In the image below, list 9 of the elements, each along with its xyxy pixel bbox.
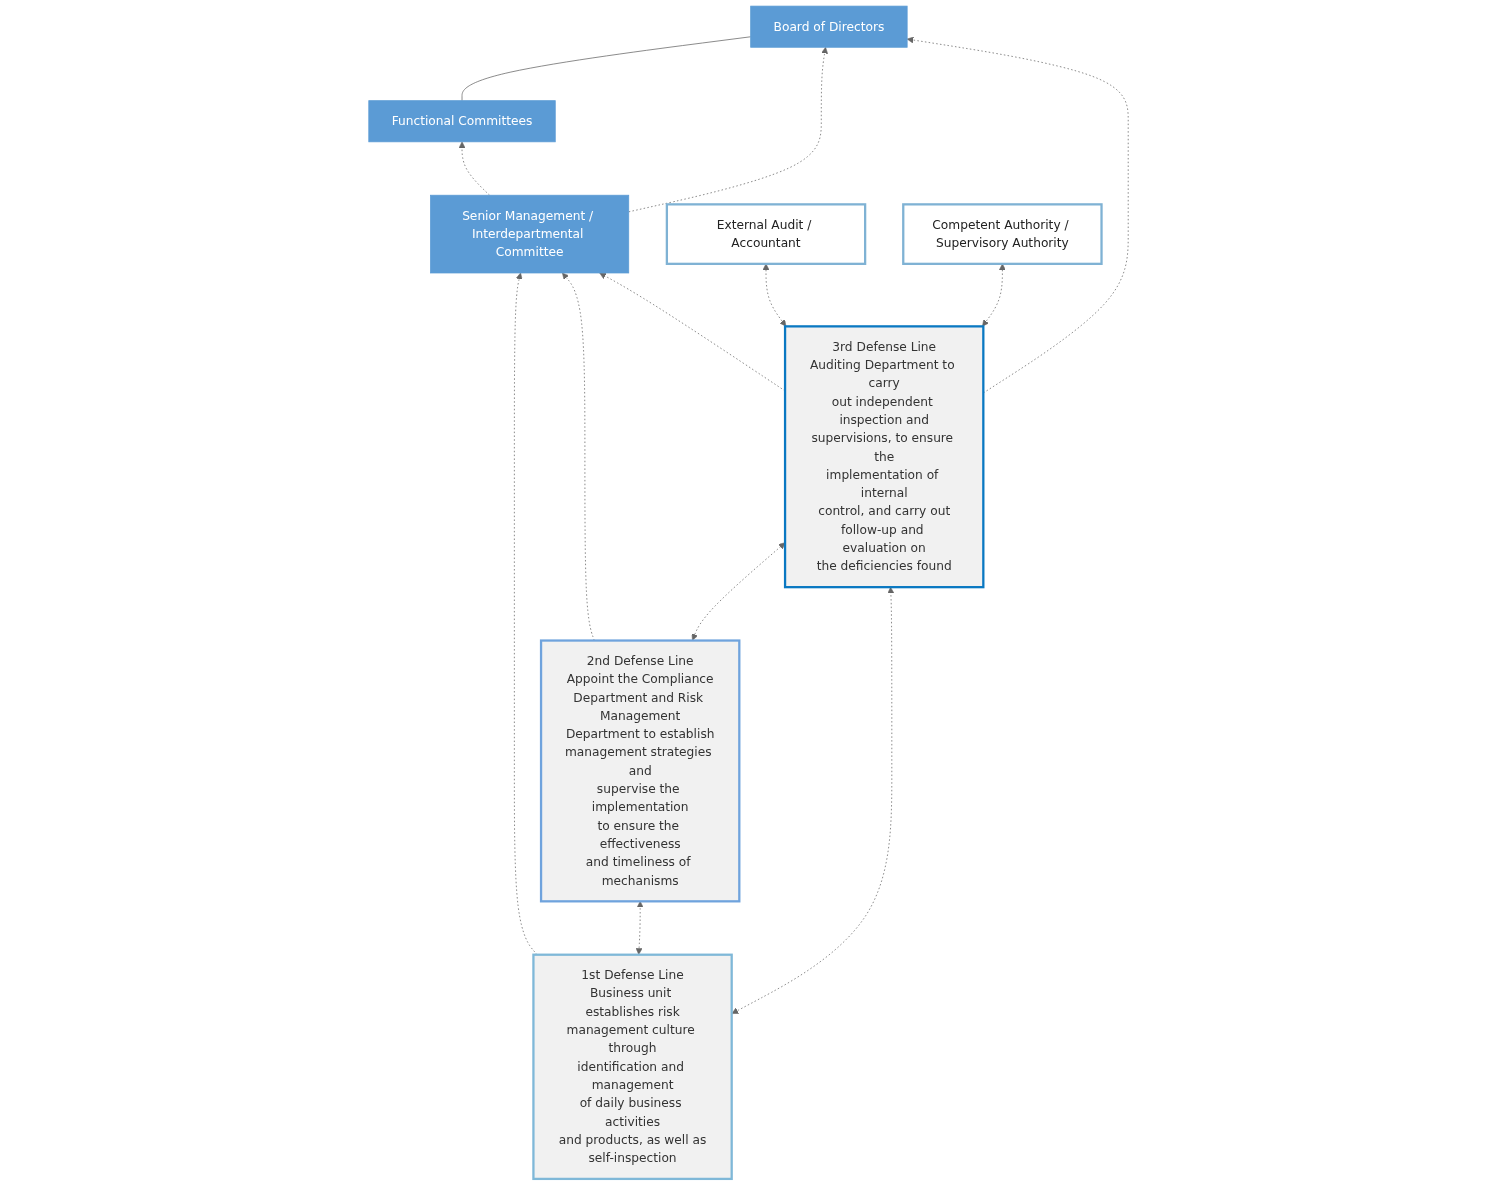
node-box: 3rd Defense Line Auditing Department to carry out independent inspection and supervisions, to ensure the implementation of internal control, and carry out follow-up and evaluation on the deficiencies found: [783, 325, 985, 589]
node-box: Competent Authority / Supervisory Authority: [902, 203, 1103, 265]
node-box: Functional Committees: [368, 100, 556, 143]
node-box: Senior Management / Interdepartmental Committee: [430, 194, 630, 274]
node-box: 2nd Defense Line Appoint the Compliance Department and Risk Management Department to establish management strategies and supervise the implementation to ensure the effectiveness and timeliness of mechanisms: [539, 639, 741, 903]
connector: [461, 36, 752, 102]
node-box: Board of Directors: [750, 5, 908, 48]
node-box: External Audit / Accountant: [665, 203, 867, 265]
node-box: 1st Defense Line Business unit establishes risk management culture through identification and management of daily business activities and products, as well as self-inspection: [532, 953, 733, 1181]
